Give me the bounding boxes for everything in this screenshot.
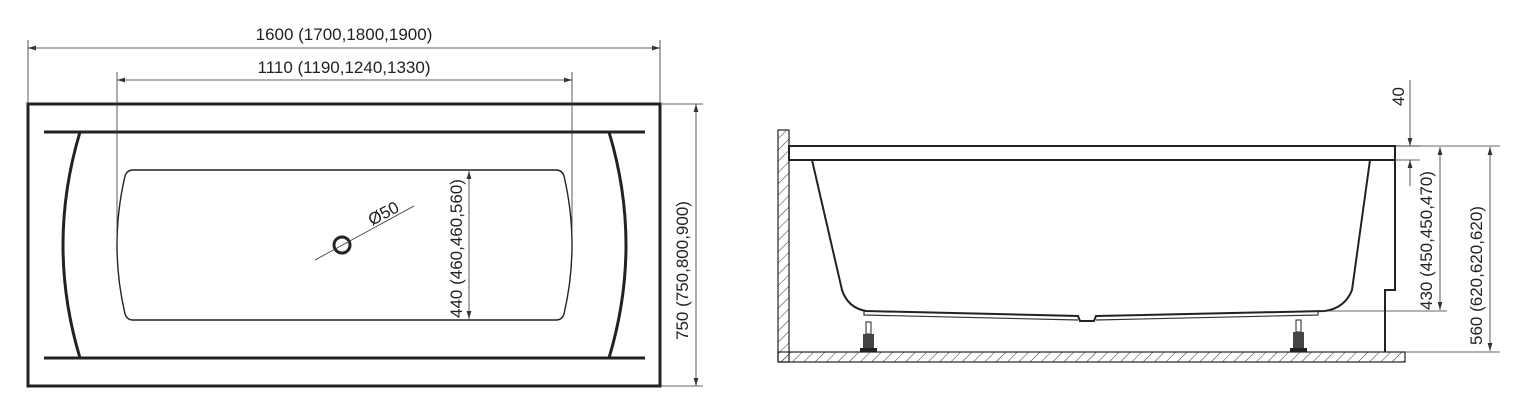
width-dimension-label: 750 (750,800,900) — [673, 201, 692, 340]
rim-curve-left — [61, 131, 82, 359]
rim-curve-right — [607, 131, 628, 359]
drain-diameter-label: Ø50 — [365, 198, 402, 230]
tub-body — [811, 159, 1371, 322]
floor-hatched — [777, 351, 1406, 363]
inner-width-dimension-label: 440 (460,460,560) — [447, 179, 466, 318]
rim-thickness-label: 40 — [1389, 87, 1408, 106]
top-view: Ø50 1600 (1700,1800,1900) 1110 (1190,124… — [26, 25, 703, 388]
tub-outer-outline — [26, 102, 662, 388]
drain-hole — [332, 235, 352, 255]
tub-rim — [788, 145, 1396, 161]
height-dimension-label: 560 (620,620,620) — [1467, 206, 1486, 345]
tub-basin-outline — [116, 169, 573, 321]
tub-base — [863, 311, 1319, 321]
inner-length-dimension-label: 1110 (1190,1240,1330) — [258, 58, 431, 77]
apron — [1384, 160, 1396, 352]
leg-right — [1290, 319, 1307, 352]
side-view: 40 430 (450,450,470) 560 (620,620,620) — [777, 80, 1500, 363]
depth-dimension-label: 430 (450,450,470) — [1417, 171, 1436, 310]
length-dimension-label: 1600 (1700,1800,1900) — [256, 25, 433, 44]
wall-hatched — [777, 129, 790, 363]
leg-left — [860, 321, 877, 352]
drain-leader — [314, 205, 415, 261]
